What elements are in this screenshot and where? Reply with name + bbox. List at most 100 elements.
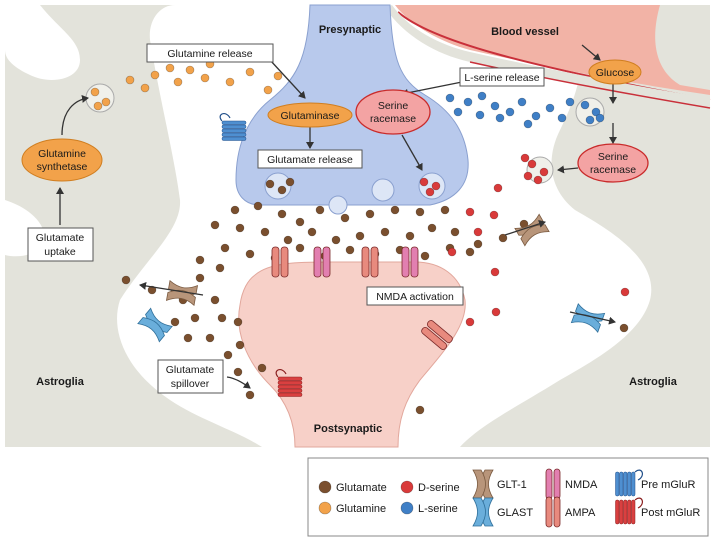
glutamate-molecule — [210, 220, 220, 230]
glutamate-molecule — [619, 323, 629, 333]
l-serine-molecule — [490, 101, 500, 111]
glutamate-molecule — [215, 263, 225, 273]
l-serine-molecule — [580, 100, 590, 110]
glutamate-molecule — [295, 243, 305, 253]
legend-post-mglur-symbol — [615, 497, 644, 525]
glutamate-molecule — [220, 243, 230, 253]
serine-racemase-presynaptic: Serine racemase — [355, 89, 431, 135]
glutamine-molecule — [125, 75, 135, 85]
l-serine-molecule — [545, 103, 555, 113]
glutamine-molecule — [245, 67, 255, 77]
legend-glutamate: Glutamate — [336, 482, 387, 494]
legend-nmda: NMDA — [565, 479, 598, 491]
arrow-spillover — [226, 376, 251, 389]
glutamate-molecule — [245, 249, 255, 259]
l-serine-molecule — [557, 113, 567, 123]
legend-glutamine: Glutamine — [336, 503, 386, 515]
glutamine-molecule — [273, 71, 283, 81]
legend-ampa: AMPA — [565, 507, 596, 519]
glutamine-molecule — [150, 70, 160, 80]
glutamate-molecule — [245, 390, 255, 400]
legend-nmda-symbol — [545, 468, 561, 500]
glutamate-molecule — [205, 333, 215, 343]
l-serine-molecule — [505, 107, 515, 117]
l-serine-molecule — [475, 110, 485, 120]
glutamate-molecule — [295, 217, 305, 227]
glutaminase-label: Glutaminase — [281, 110, 340, 122]
post-mglur-receptor — [275, 368, 303, 397]
l-serine-molecule — [531, 111, 541, 121]
arrow-serine-racemase-pre — [401, 134, 423, 171]
postsynaptic-label: Postsynaptic — [314, 423, 382, 435]
glutamate-molecule — [473, 239, 483, 249]
glutamine-molecule — [165, 63, 175, 73]
legend-box — [307, 457, 709, 537]
d-serine-molecule — [620, 287, 630, 297]
legend-glutamine-symbol — [318, 501, 332, 515]
ampa-receptor — [361, 246, 379, 278]
ampa-receptor — [421, 320, 453, 350]
glutamate-molecule — [183, 333, 193, 343]
glutamate-molecule — [427, 223, 437, 233]
d-serine-molecule — [419, 177, 429, 187]
d-serine-molecule — [493, 183, 503, 193]
legend-ampa-symbol — [545, 496, 561, 528]
d-serine-molecule — [473, 227, 483, 237]
glutamate-molecule — [465, 247, 475, 257]
glutamate-spillover-line2: spillover — [171, 378, 210, 390]
l-serine-molecule — [445, 93, 455, 103]
d-serine-molecule — [527, 159, 537, 169]
left-extracellular-pocket — [5, 5, 80, 80]
serine-racemase-astro-line1: Serine — [598, 151, 629, 163]
legend-glutamate-symbol — [318, 480, 332, 494]
presynaptic-label: Presynaptic — [319, 24, 381, 36]
l-serine-molecule — [453, 107, 463, 117]
glutamate-molecule — [121, 275, 131, 285]
legend-d-serine: D-serine — [418, 482, 460, 494]
legend-l-serine-symbol — [400, 501, 414, 515]
legend-glt1: GLT-1 — [497, 479, 527, 491]
glutamate-molecule — [223, 350, 233, 360]
glutamine-molecule — [101, 97, 111, 107]
nmda-activation-text: NMDA activation — [376, 291, 454, 303]
glutamate-molecule — [450, 227, 460, 237]
d-serine-molecule — [489, 210, 499, 220]
glutamate-molecule — [440, 205, 450, 215]
glucose-label: Glucose — [596, 67, 635, 79]
l-serine-molecule — [523, 119, 533, 129]
glutamate-molecule — [307, 227, 317, 237]
d-serine-molecule — [533, 175, 543, 185]
glutamate-uptake-callout: Glutamate uptake — [27, 227, 94, 262]
glast-transporter — [137, 307, 173, 343]
l-serine-molecule — [477, 91, 487, 101]
glutamate-release-text: Glutamate release — [267, 154, 353, 166]
glutamate-uptake-line1: Glutamate — [36, 232, 85, 244]
d-serine-molecule — [539, 167, 549, 177]
l-serine-molecule — [565, 97, 575, 107]
d-serine-molecule — [520, 153, 530, 163]
nmda-activation-callout: NMDA activation — [366, 286, 464, 306]
legend: Glutamate Glutamine D-serine L-serine GL… — [307, 457, 709, 537]
ampa-receptor — [271, 246, 289, 278]
glutamine-molecule — [263, 85, 273, 95]
d-serine-molecule — [465, 207, 475, 217]
glutamate-molecule — [380, 227, 390, 237]
serine-racemase-astroglia: Serine racemase — [577, 143, 649, 183]
l-serine-molecule — [517, 97, 527, 107]
glutamate-molecule — [277, 185, 287, 195]
arrow-serine-racemase-astro — [557, 165, 579, 174]
d-serine-molecule — [447, 247, 457, 257]
glutamate-molecule — [257, 363, 267, 373]
glutamate-molecule — [170, 317, 180, 327]
serine-racemase-pre-line1: Serine — [378, 100, 409, 112]
arrow-synthetase — [61, 94, 89, 136]
glutamate-uptake-line2: uptake — [44, 246, 76, 258]
glutamate-molecule — [277, 209, 287, 219]
glutamine-synthetase-line2: synthetase — [37, 161, 88, 173]
arrows — [56, 44, 617, 389]
glutamate-molecule — [345, 245, 355, 255]
right-astroglia-top — [655, 5, 710, 90]
glutamate-molecule — [355, 231, 365, 241]
glutamate-molecule — [217, 313, 227, 323]
